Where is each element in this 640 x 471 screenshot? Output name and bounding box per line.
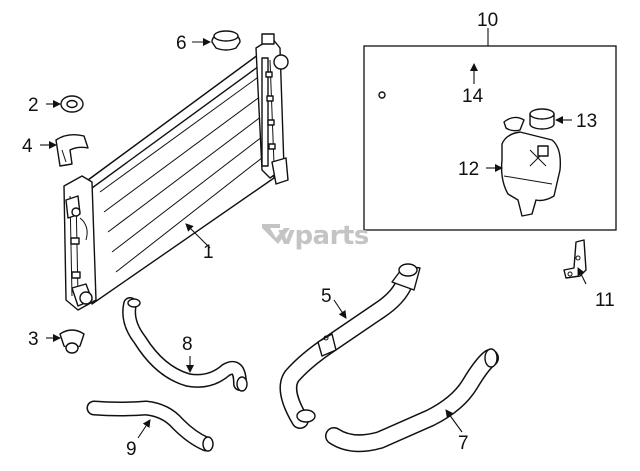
- callout-6: 6: [176, 33, 187, 54]
- callout-12: 12: [458, 159, 479, 180]
- radiator-cap: [211, 30, 241, 51]
- lower-radiator-hose: [325, 348, 499, 453]
- callout-11: 11: [595, 290, 615, 311]
- callout-9: 9: [126, 439, 137, 460]
- callout-8: 8: [182, 334, 193, 355]
- callout-13: 13: [576, 111, 597, 132]
- leader-lines: [40, 28, 587, 439]
- reservoir-assembly-box: [363, 45, 617, 231]
- reservoir-cap: [529, 108, 555, 130]
- hose-clip: [503, 116, 525, 132]
- callout-1: 1: [203, 242, 214, 263]
- radiator: [63, 33, 289, 311]
- hose-9: [86, 400, 214, 452]
- grommet: [60, 95, 84, 113]
- hose-8: [122, 297, 248, 392]
- watermark-text: vparts: [278, 221, 369, 251]
- callout-4: 4: [22, 136, 33, 157]
- callout-labels: 1 2 3 4 5 6 7 8 9 10 11 12 13 14: [22, 10, 615, 460]
- small-bracket: [563, 239, 587, 279]
- callout-10: 10: [477, 10, 498, 31]
- callout-5: 5: [321, 286, 332, 307]
- callout-7: 7: [458, 433, 469, 454]
- upper-radiator-hose: [279, 263, 421, 429]
- mount-bracket: [55, 133, 89, 167]
- reservoir-tank: [500, 131, 562, 217]
- callout-2: 2: [28, 95, 39, 116]
- callout-14: 14: [462, 86, 484, 107]
- callout-3: 3: [28, 329, 39, 350]
- lower-bushing: [59, 329, 85, 354]
- watermark-logo: [262, 224, 290, 244]
